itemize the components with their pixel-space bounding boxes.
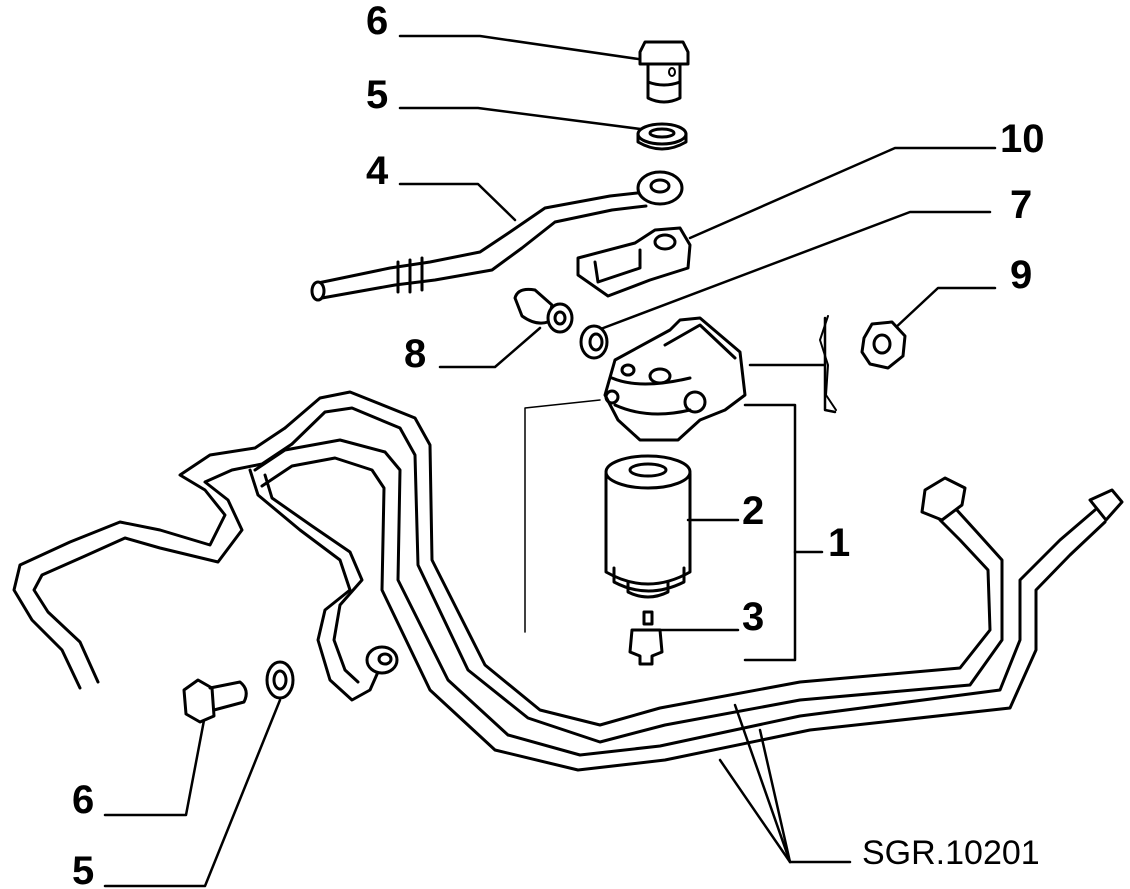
callout-washer-bottom: 5 [72, 849, 94, 889]
leader-bracket [688, 146, 997, 240]
bleed-plug [513, 287, 574, 334]
callout-filter-assembly: 1 [828, 521, 850, 565]
callout-feed-pipe: 4 [366, 149, 389, 193]
callout-plug: 8 [404, 332, 426, 376]
leader-pipes-c [758, 728, 792, 864]
banjo-bolt-top [638, 40, 690, 104]
leader-bolt-bottom [103, 713, 207, 817]
leader-feed-pipe [398, 182, 517, 222]
banjo-bolt-bottom [182, 678, 248, 724]
callout-seal-ring: 7 [1010, 183, 1032, 227]
leader-nut [891, 286, 997, 332]
leader-bolt-top [398, 34, 647, 62]
engine-body-edge [819, 315, 837, 411]
leader-body-arrow [748, 316, 827, 367]
washer-bottom [265, 660, 295, 700]
callout-bracket: 10 [1000, 117, 1045, 161]
leader-washer-bottom [103, 698, 282, 888]
callout-washer-top: 5 [366, 73, 388, 117]
leader-dash [524, 399, 601, 633]
leader-body-arrow-2 [823, 363, 837, 414]
filter-head [603, 316, 747, 442]
leader-lines [103, 34, 997, 888]
leader-washer-top [398, 106, 650, 132]
leader-assembly-bracket [743, 403, 797, 662]
callout-nut: 9 [1010, 253, 1032, 297]
callout-bolt-bottom: 6 [72, 778, 94, 822]
drawing-reference: SGR.10201 [862, 834, 1040, 872]
filter-cartridge [604, 454, 692, 599]
fuel-lines [12, 390, 1124, 772]
callout-labels: 6 5 4 10 7 9 8 2 1 3 6 5 [72, 0, 1045, 889]
seal-ring [579, 324, 609, 360]
callout-sensor: 3 [742, 595, 764, 639]
leader-seal-ring [596, 210, 992, 332]
mounting-bracket [576, 226, 692, 298]
callout-bolt-top: 6 [366, 0, 388, 43]
water-sensor [628, 610, 664, 666]
feed-pipe [310, 170, 684, 302]
hex-nut [860, 320, 907, 370]
leader-pipes-b [718, 758, 792, 864]
leader-plug [438, 326, 542, 369]
callout-filter-cartridge: 2 [742, 489, 764, 533]
washer-top [636, 122, 688, 151]
